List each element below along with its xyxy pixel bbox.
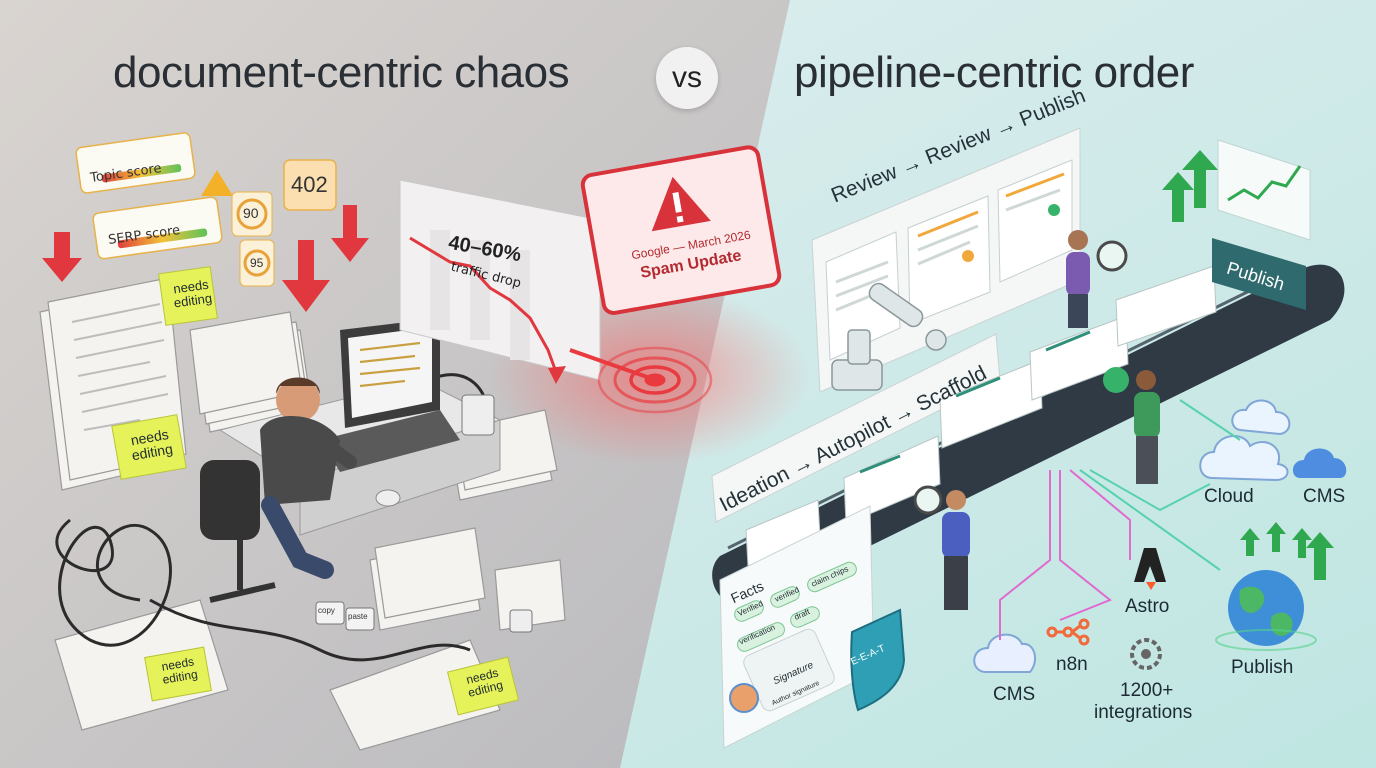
left-title: document-centric chaos: [113, 48, 570, 97]
right-title: pipeline-centric order: [794, 48, 1194, 97]
integrations-label: integrations: [1094, 702, 1193, 723]
score-95: 95: [250, 256, 264, 270]
cms-bottom-label: CMS: [993, 684, 1036, 705]
paste-key: paste: [348, 612, 368, 621]
cms-top-label: CMS: [1303, 486, 1346, 507]
integrations-count: 1200+: [1120, 680, 1174, 701]
cloud-label: Cloud: [1204, 486, 1254, 507]
astro-label: Astro: [1125, 596, 1170, 617]
score-402: 402: [291, 172, 328, 197]
score-90: 90: [243, 205, 259, 221]
n8n-label: n8n: [1056, 654, 1088, 675]
vs-badge: vs: [656, 47, 718, 109]
publish-label: Publish: [1231, 657, 1294, 678]
copy-key: copy: [318, 606, 335, 615]
